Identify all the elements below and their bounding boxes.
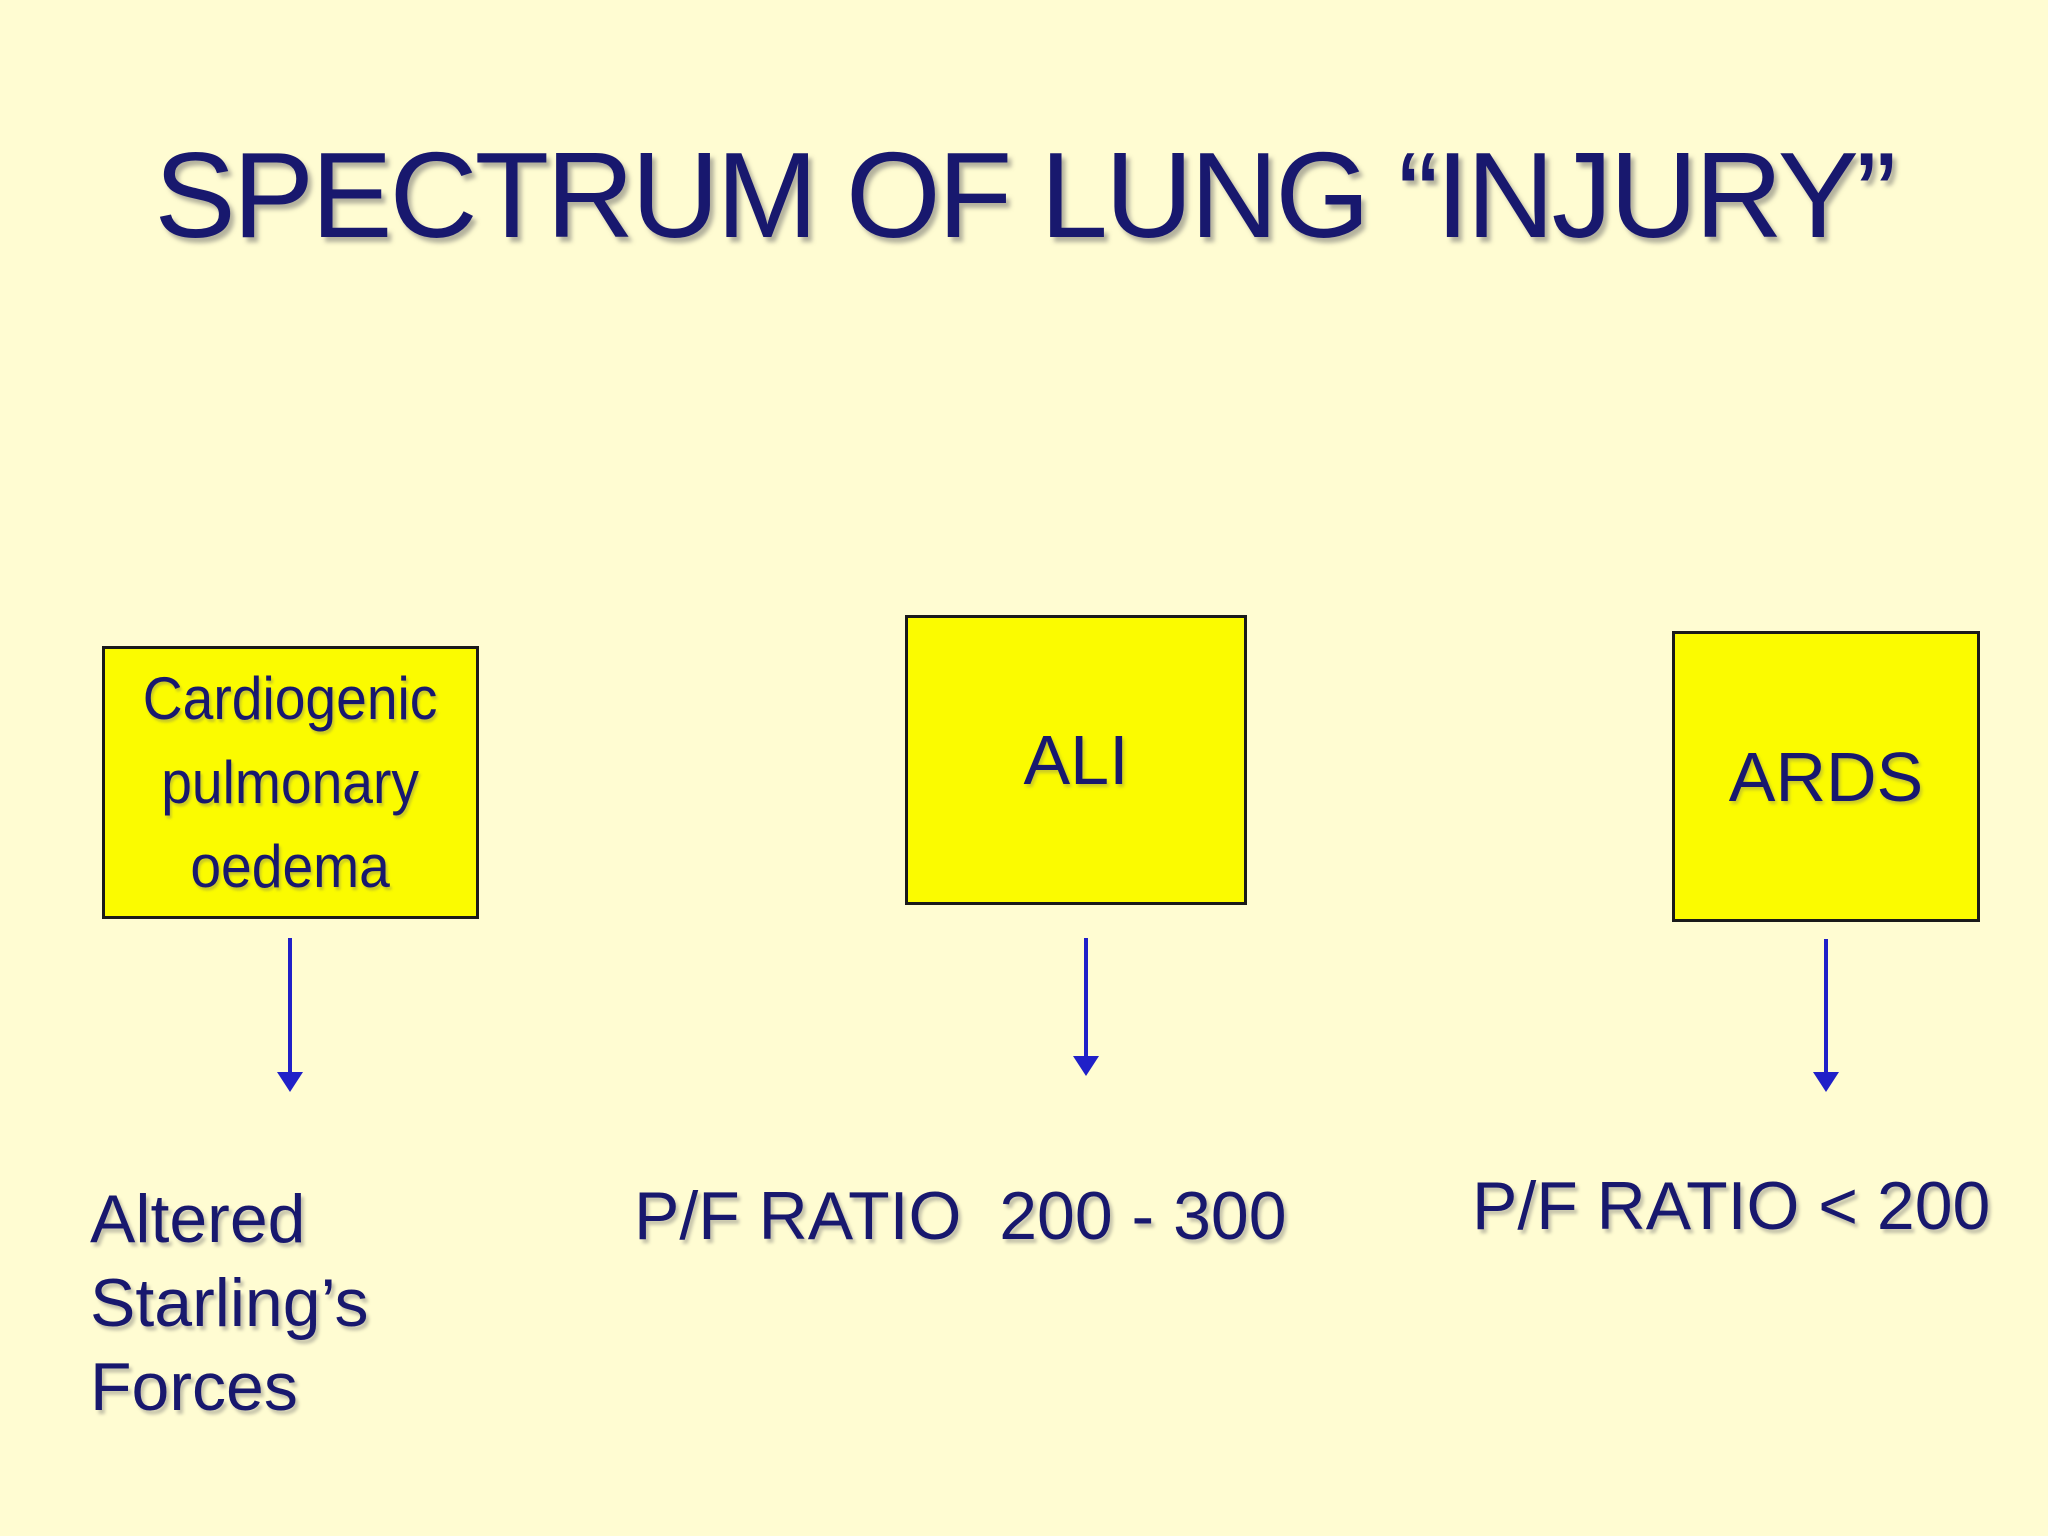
page-title: SPECTRUM OF LUNG “INJURY” (154, 127, 1896, 263)
box-cardiogenic-label: Cardiogenic pulmonary oedema (143, 664, 438, 900)
down-arrow-icon (1073, 938, 1099, 1076)
arrow-head (1073, 1056, 1099, 1076)
box-cardiogenic-pulmonary-oedema: Cardiogenic pulmonary oedema (102, 646, 479, 919)
arrow-head (1813, 1072, 1839, 1092)
arrow-stem (288, 938, 292, 1074)
down-arrow-icon (277, 938, 303, 1092)
caption-pf-ratio-200-300: P/F RATIO 200 - 300 (634, 1178, 1287, 1254)
caption-pf-ratio-under-200: P/F RATIO < 200 (1472, 1168, 1991, 1244)
box-ards: ARDS (1672, 631, 1980, 922)
arrow-stem (1084, 938, 1088, 1058)
box-ali-label: ALI (1023, 721, 1129, 799)
down-arrow-icon (1813, 939, 1839, 1092)
arrow-head (277, 1072, 303, 1092)
caption-altered-starlings-forces: Altered Starling’s Forces (90, 1181, 369, 1425)
box-ali: ALI (905, 615, 1247, 905)
arrow-stem (1824, 939, 1828, 1074)
box-ards-label: ARDS (1728, 737, 1924, 816)
